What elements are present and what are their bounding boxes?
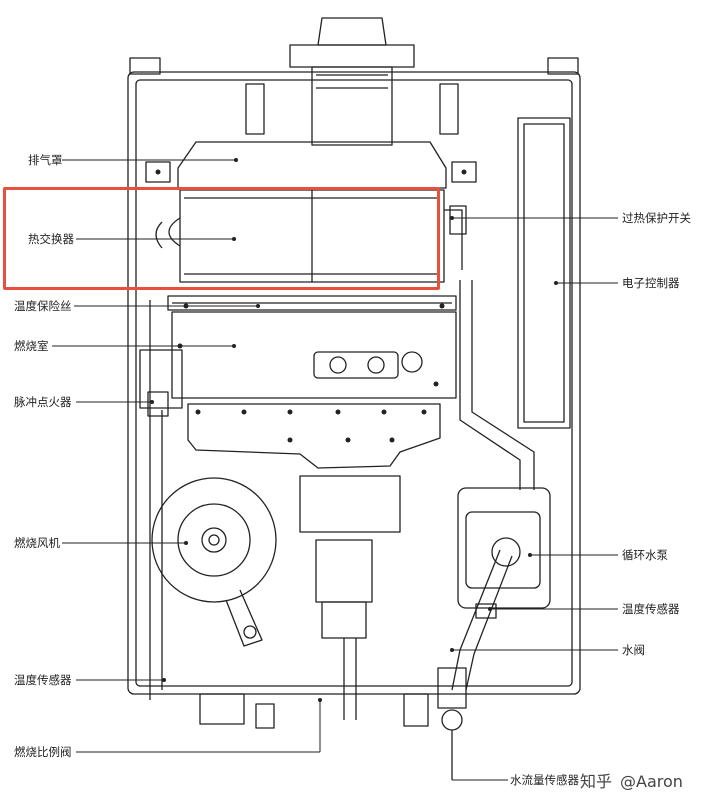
label-temp-sensor-right: 温度传感器 [622,602,680,616]
watermark-author: @Aaron [620,772,683,791]
watermark-site: 知乎 [580,772,613,791]
label-exhaust-hood: 排气罩 [28,153,63,167]
label-temp-fuse: 温度保险丝 [14,299,72,313]
label-circulation-pump: 循环水泵 [622,548,668,562]
label-pulse-igniter: 脉冲点火器 [14,395,72,409]
label-controller: 电子控制器 [622,276,680,290]
label-water-valve: 水阀 [622,643,645,657]
label-proportional-valve: 燃烧比例阀 [14,745,72,759]
label-combustion-fan: 燃烧风机 [14,536,60,550]
label-overheat-switch: 过热保护开关 [622,211,691,225]
label-temp-sensor-left: 温度传感器 [14,673,72,687]
label-combustion-chamber: 燃烧室 [14,339,49,353]
watermark: 知乎 @Aaron [580,768,683,792]
label-flow-sensor: 水流量传感器 [510,773,579,787]
label-heat-exchanger: 热交换器 [28,232,74,246]
heat-exchanger-highlight [3,187,440,290]
